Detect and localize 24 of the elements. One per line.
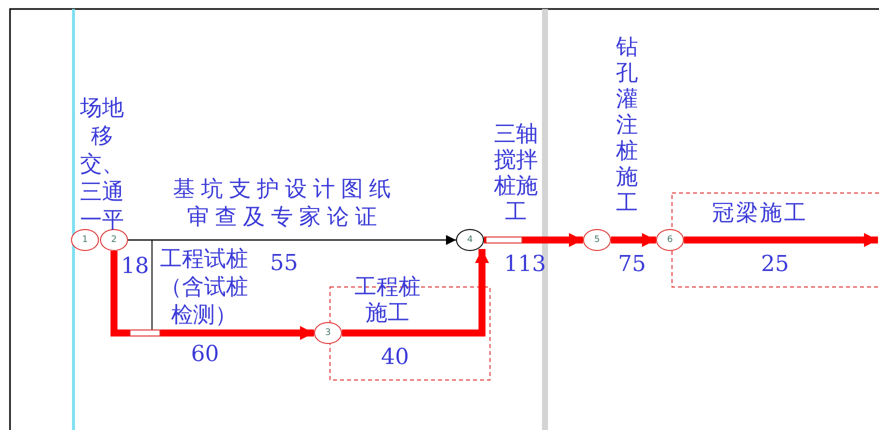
activity-label: 三轴搅拌桩施工 (493, 122, 539, 226)
activity-label: 工程试桩（含试桩检测） (159, 246, 249, 330)
duration-label: 40 (380, 344, 410, 372)
activity-label: 工程桩施工 (354, 275, 422, 327)
activity-label: 冠梁施工 (711, 200, 809, 228)
arrow (128, 235, 456, 245)
arrow (110, 251, 314, 340)
duration-label: 25 (760, 251, 790, 279)
duration-label: 75 (617, 251, 647, 279)
activity-label: 基坑支护设计图纸审查及专家论证 (172, 176, 398, 232)
event-circle: 3 (314, 322, 342, 344)
event-circle: 1 (71, 229, 99, 251)
event-circle: 2 (100, 229, 128, 251)
arrow (342, 249, 489, 336)
arrow (611, 233, 656, 247)
duration-label: 55 (269, 250, 299, 278)
event-circle: 5 (583, 229, 611, 251)
activity-label: 钻孔灌注桩施工 (615, 35, 639, 217)
duration-label: 113 (503, 251, 547, 279)
arrow (684, 233, 878, 247)
duration-label: 18 (120, 253, 150, 281)
event-circle: 4 (456, 229, 484, 251)
event-circle: 6 (656, 229, 684, 251)
duration-label: 60 (190, 341, 220, 369)
